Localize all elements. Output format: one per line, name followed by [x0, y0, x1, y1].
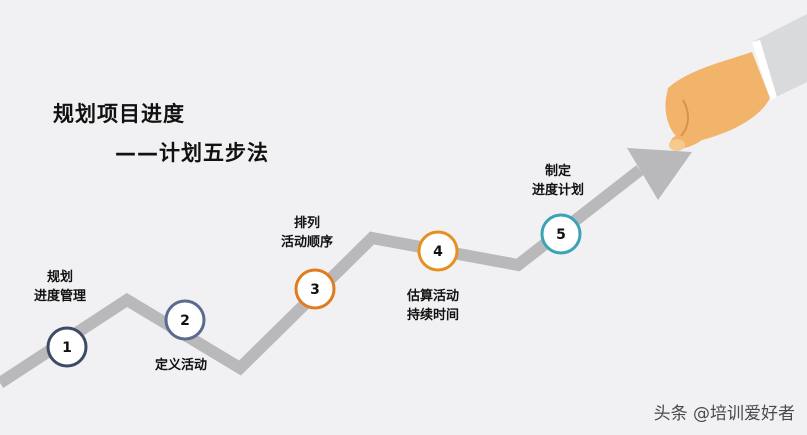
page-title: 规划项目进度: [53, 102, 185, 126]
step-2-marker: 2: [164, 299, 206, 341]
step-1-number: 1: [62, 340, 72, 356]
step-3-label: 排列 活动顺序: [281, 216, 334, 250]
hand-icon: [665, 14, 807, 151]
step-3-marker: 3: [294, 268, 336, 310]
step-5-number: 5: [556, 227, 566, 243]
step-4-marker: 4: [417, 230, 459, 272]
page-subtitle: ——计划五步法: [115, 141, 269, 165]
step-4-label: 估算活动 持续时间: [407, 289, 460, 323]
step-1-label: 规划 进度管理: [34, 270, 87, 304]
step-5-label: 制定 进度计划: [532, 164, 585, 198]
step-4-number: 4: [433, 244, 443, 260]
step-1-marker: 1: [46, 326, 88, 368]
step-5-marker: 5: [540, 213, 582, 255]
step-2-number: 2: [180, 313, 190, 329]
step-2-label: 定义活动: [155, 358, 208, 373]
progress-arrow-head: [627, 148, 692, 200]
watermark: 头条 @培训爱好者: [653, 404, 795, 424]
step-3-number: 3: [310, 282, 320, 298]
